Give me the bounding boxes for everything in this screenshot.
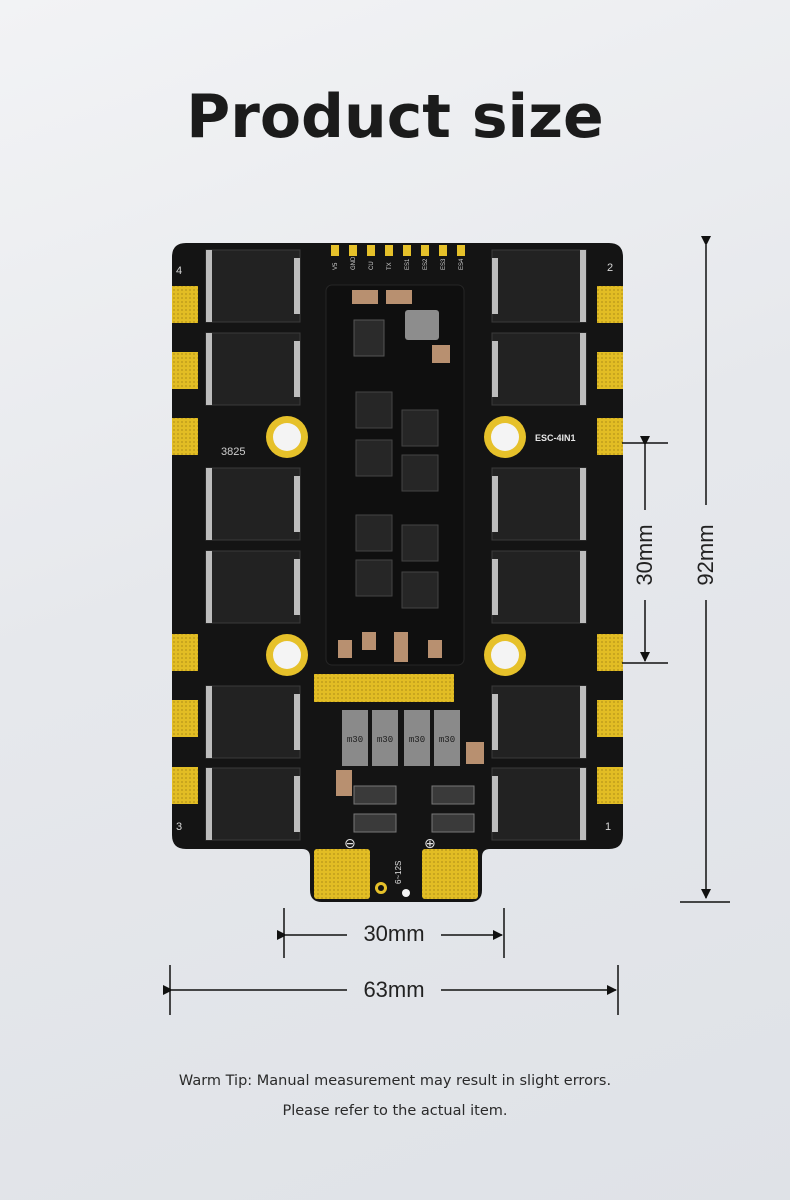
pin-label: ES2 <box>423 258 429 270</box>
minus-symbol: ⊖ <box>344 836 356 852</box>
mosfets-left <box>205 249 301 841</box>
top-pin-labels: V5 GND CU TX ES1 ES2 ES3 ES4 <box>333 256 465 270</box>
current-sense-strip <box>314 674 454 702</box>
motor-number-4: 4 <box>176 265 182 277</box>
mosfet-label: m30 <box>347 735 363 745</box>
mounting-holes <box>266 416 526 676</box>
dimension-height <box>680 236 730 903</box>
mosfet-label: m30 <box>409 735 425 745</box>
mosfet-labels: m30 m30 m30 m30 <box>347 735 455 745</box>
mosfet-label: m30 <box>439 735 455 745</box>
height-dimension-label: 92mm <box>693 524 718 586</box>
pin-label: TX <box>387 262 393 270</box>
pin-label: ES3 <box>441 258 447 270</box>
model-label: ESC-4IN1 <box>535 433 576 443</box>
controller-area <box>325 284 465 666</box>
pin-label: ES4 <box>459 258 465 270</box>
pin-label: ES1 <box>405 258 411 270</box>
width-dimension-label: 63mm <box>363 977 425 1002</box>
mosfet-label: m30 <box>377 735 393 745</box>
motor-number-3: 3 <box>176 821 182 833</box>
dimension-hole-vertical <box>622 436 668 664</box>
dimension-width <box>163 965 619 1015</box>
hole-horizontal-dimension-label: 30mm <box>363 921 425 946</box>
code-label: 3825 <box>221 446 245 458</box>
mosfet-leads <box>206 250 586 840</box>
motor-number-1: 1 <box>605 821 611 833</box>
dimension-hole-horizontal <box>277 908 505 958</box>
pin-label: CU <box>369 261 375 270</box>
power-pads <box>314 849 478 899</box>
warm-tip-line-2: Please refer to the actual item. <box>282 1103 508 1119</box>
pin-label: GND <box>351 256 357 270</box>
power-mosfets <box>336 710 484 833</box>
hole-vertical-dimension-label: 30mm <box>632 524 657 586</box>
warm-tip-line-1: Warm Tip: Manual measurement may result … <box>178 1073 612 1089</box>
motor-number-2: 2 <box>607 262 613 274</box>
voltage-label: 6~12S <box>394 861 403 884</box>
top-pin-pads <box>331 245 465 256</box>
edge-pads <box>172 286 623 804</box>
pin-label: V5 <box>333 262 339 270</box>
plus-symbol: ⊕ <box>424 836 436 852</box>
page-title: Product size <box>186 82 604 152</box>
